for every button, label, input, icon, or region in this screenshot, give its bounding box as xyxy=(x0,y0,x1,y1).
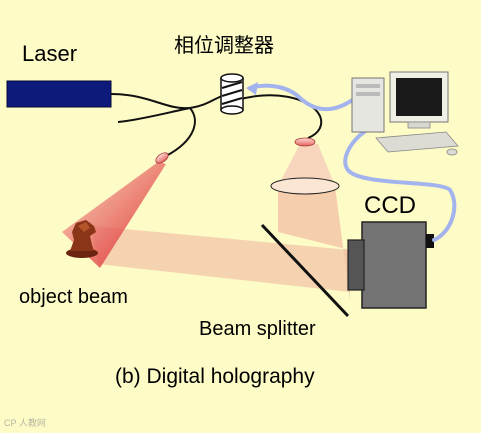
reference-beam xyxy=(278,186,350,300)
reference-beam-cone xyxy=(278,144,335,186)
beam-splitter-label: Beam splitter xyxy=(199,318,316,340)
phase-shifter xyxy=(220,73,244,115)
signal-cables xyxy=(248,83,457,242)
watermark: CP 人教网 xyxy=(4,418,46,428)
optical-fibers xyxy=(110,93,323,157)
laser-source xyxy=(6,80,112,108)
object-figure xyxy=(66,220,98,258)
cable-arrow xyxy=(246,82,258,95)
object-lens xyxy=(155,152,169,164)
laser-label: Laser xyxy=(22,41,78,66)
collimating-lens xyxy=(270,177,340,195)
phase-shifter-label: 相位调整器 xyxy=(174,33,274,57)
computer xyxy=(351,71,459,156)
ccd-camera xyxy=(347,221,434,309)
ccd-label: CCD xyxy=(364,192,416,219)
object-beam-label: object beam xyxy=(19,286,128,308)
object-beam-to-ccd xyxy=(92,226,350,292)
figure-caption: (b) Digital holography xyxy=(115,365,315,388)
beam-splitter xyxy=(260,223,350,318)
reference-lens xyxy=(294,137,316,147)
